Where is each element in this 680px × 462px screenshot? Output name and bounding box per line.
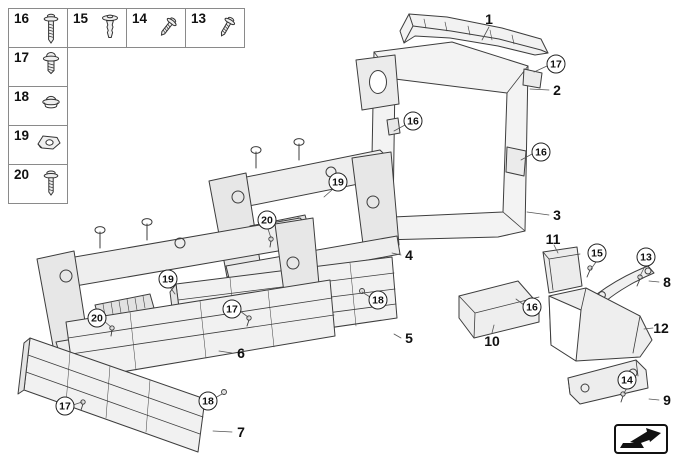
legend-cell-number: 16: [14, 11, 30, 26]
callout-15-circled[interactable]: 15: [587, 243, 607, 263]
callout-7[interactable]: 7: [237, 424, 245, 440]
legend-cell-number: 13: [191, 11, 207, 26]
part-12-air-duct: [548, 287, 653, 362]
callout-11[interactable]: 11: [545, 231, 561, 247]
clip-bracket-icon: [37, 135, 61, 150]
callout-3[interactable]: 3: [553, 207, 561, 223]
callout-16-circled[interactable]: 16: [531, 142, 551, 162]
expansion-rivet-icon: [102, 14, 118, 38]
callout-19-circled[interactable]: 19: [158, 269, 178, 289]
callout-16-circled[interactable]: 16: [403, 111, 423, 131]
flange-screw-icon: [43, 170, 59, 196]
callout-9[interactable]: 9: [663, 392, 671, 408]
callout-4[interactable]: 4: [405, 247, 413, 263]
legend-cell-number: 19: [14, 128, 30, 143]
callout-5[interactable]: 5: [405, 330, 413, 346]
part-7-bumper-slat-panel: [17, 337, 206, 453]
legend-cell-number: 14: [132, 11, 148, 26]
screw-icon: [220, 16, 236, 37]
long-screw-icon: [43, 13, 59, 44]
part-8-support-arm: [596, 265, 655, 302]
part-2-radiator-frame: [355, 41, 543, 241]
part-10-air-duct: [458, 280, 540, 339]
callout-19-circled[interactable]: 19: [328, 172, 348, 192]
callout-14-circled[interactable]: 14: [617, 370, 637, 390]
screw-icon: [160, 17, 177, 36]
callout-17-circled[interactable]: 17: [55, 396, 75, 416]
part-11-bracket: [542, 246, 583, 294]
leader-lines: [72, 26, 660, 433]
legend-cell-18[interactable]: 18: [8, 86, 68, 126]
callout-10[interactable]: 10: [484, 333, 500, 349]
legend-cell-number: 17: [14, 50, 30, 65]
direction-indicator-box: [614, 424, 668, 454]
legend-cell-19[interactable]: 19: [8, 125, 68, 165]
callout-1[interactable]: 1: [485, 11, 493, 27]
callout-13-circled[interactable]: 13: [636, 247, 656, 267]
legend-cell-number: 20: [14, 167, 30, 182]
legend-cell-13[interactable]: 13: [185, 8, 245, 48]
callout-8[interactable]: 8: [663, 274, 671, 290]
legend-cell-number: 15: [73, 11, 89, 26]
callout-17-circled[interactable]: 17: [546, 54, 566, 74]
part-6-lower-carrier: [36, 217, 336, 381]
callout-17-circled[interactable]: 17: [222, 299, 242, 319]
travel-direction-arrow-icon: [620, 428, 661, 448]
callout-18-circled[interactable]: 18: [368, 290, 388, 310]
callout-20-circled[interactable]: 20: [257, 210, 277, 230]
part-1-cover-strip: [399, 13, 549, 56]
legend-cell-14[interactable]: 14: [126, 8, 186, 48]
callout-18-circled[interactable]: 18: [198, 391, 218, 411]
legend-cell-number: 18: [14, 89, 30, 104]
callout-20-circled[interactable]: 20: [87, 308, 107, 328]
flange-nut-icon: [42, 95, 60, 109]
legend-cell-15[interactable]: 15: [67, 8, 127, 48]
callout-16-circled[interactable]: 16: [522, 297, 542, 317]
pan-head-screw-icon: [42, 52, 60, 75]
legend-cell-17[interactable]: 17: [8, 47, 68, 87]
legend-cell-16[interactable]: 16: [8, 8, 68, 48]
callout-2[interactable]: 2: [553, 82, 561, 98]
legend-cell-20[interactable]: 20: [8, 164, 68, 204]
callout-6[interactable]: 6: [237, 345, 245, 361]
callout-12[interactable]: 12: [653, 320, 669, 336]
